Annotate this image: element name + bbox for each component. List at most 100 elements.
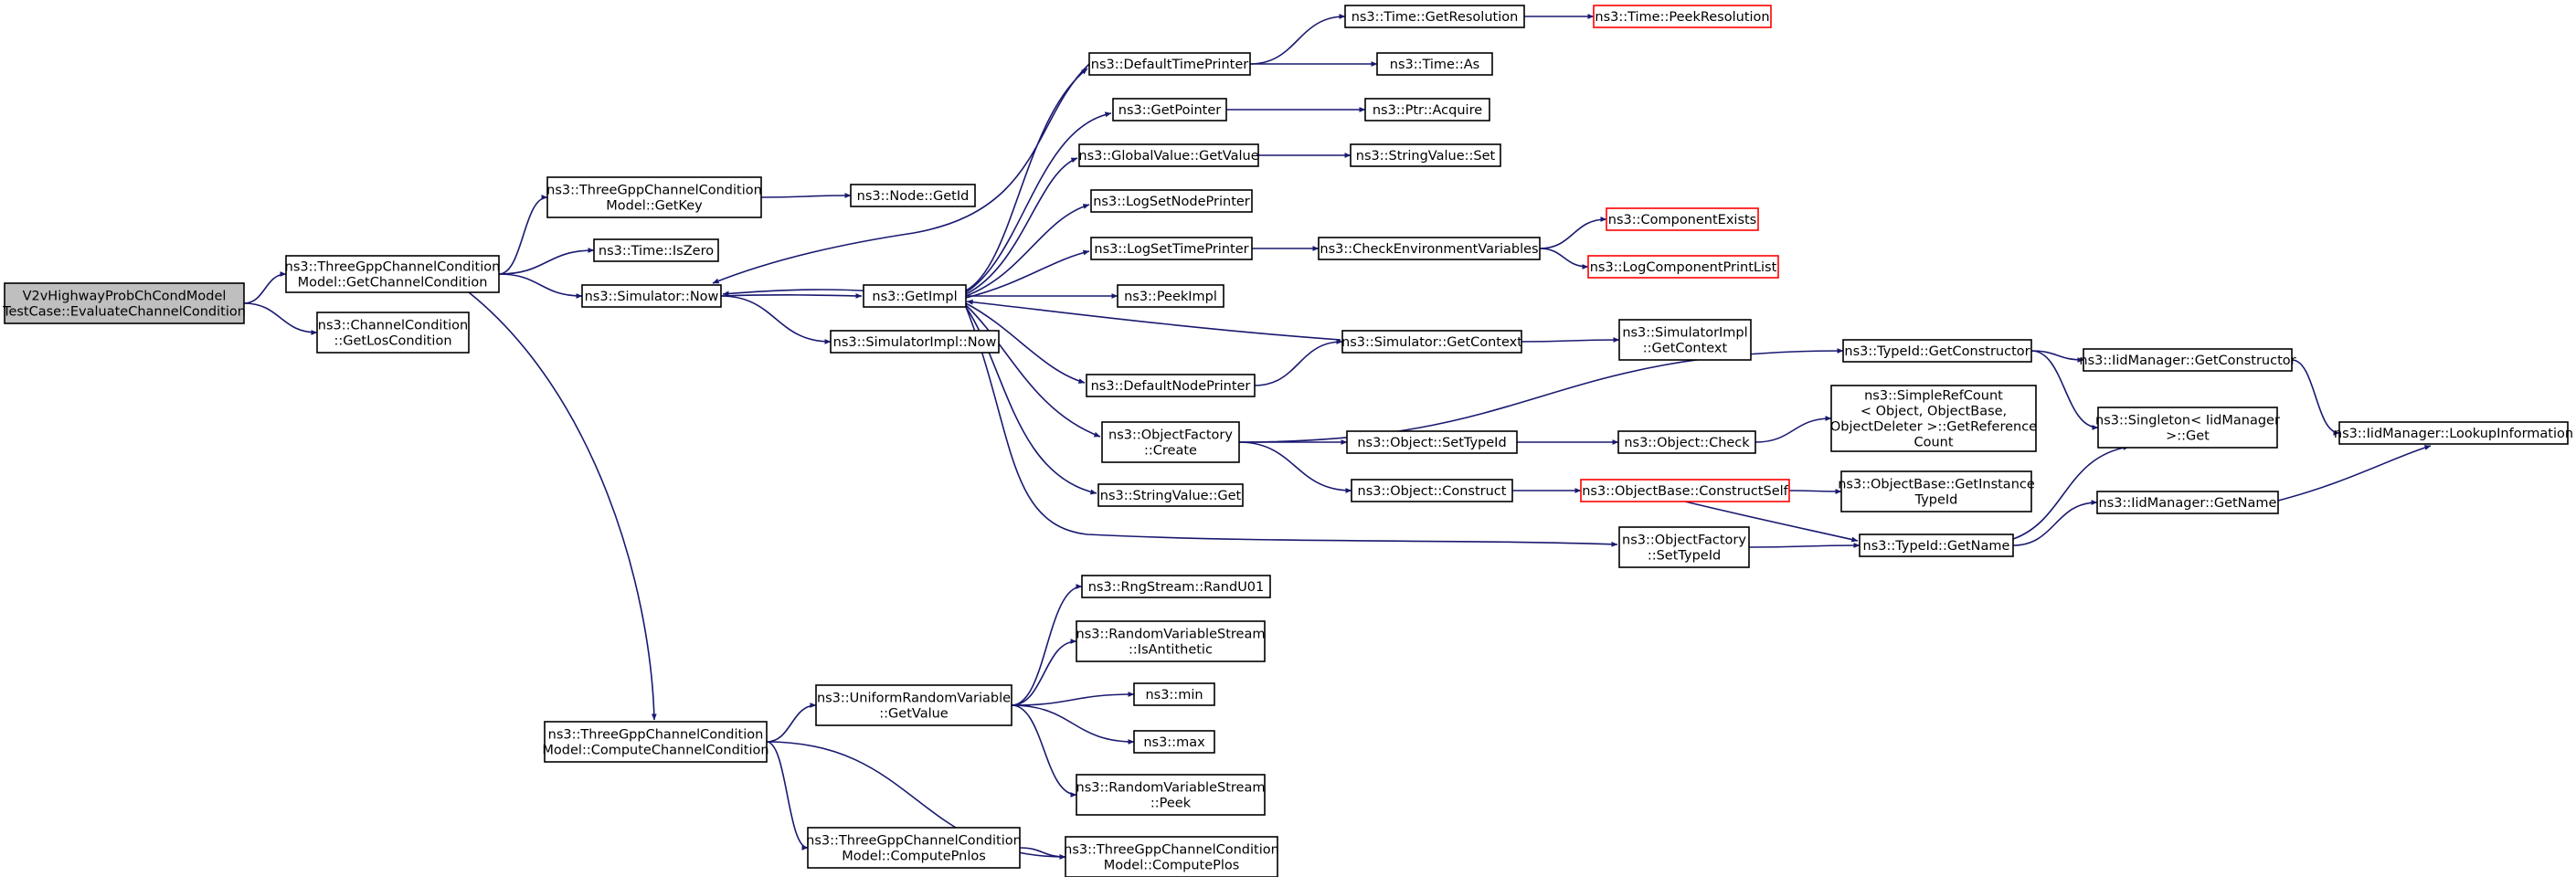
node-getImpl[interactable]: ns3::GetImpl [863, 284, 967, 308]
node-label-line: ns3::ThreeGppChannelCondition [548, 728, 764, 743]
node-box [1593, 5, 1772, 28]
node-box [1101, 421, 1240, 463]
node-nodeGetId[interactable]: ns3::Node::GetId [850, 184, 976, 207]
edge-simNow-to-simImplNow [720, 295, 832, 344]
node-box [1617, 430, 1756, 454]
node-box [1351, 479, 1513, 502]
node-peekImpl[interactable]: ns3::PeekImpl [1117, 284, 1224, 308]
node-simGetContext[interactable]: ns3::Simulator::GetContext [1341, 330, 1522, 354]
node-checkEnvVars[interactable]: ns3::CheckEnvironmentVariables [1318, 237, 1541, 260]
node-getLosCondition[interactable]: ns3::ChannelCondition::GetLosCondition [316, 312, 470, 354]
node-box [2096, 491, 2279, 514]
node-simNow[interactable]: ns3::Simulator::Now [581, 284, 722, 308]
node-box [1078, 143, 1259, 167]
edge-path [1238, 441, 1352, 493]
node-box [1090, 237, 1253, 260]
node-label-line: ns3::LogComponentPrintList [1590, 260, 1777, 275]
node-iidGetName[interactable]: ns3::IidManager::GetName [2096, 491, 2279, 514]
edge-path [243, 271, 287, 304]
node-logComponentPrintList[interactable]: ns3::LogComponentPrintList [1587, 255, 1779, 279]
node-objectConstruct[interactable]: ns3::Object::Construct [1351, 479, 1513, 502]
edge-getChannelCondition-to-isZero [498, 248, 595, 275]
node-stringValueSet[interactable]: ns3::StringValue::Set [1350, 143, 1501, 167]
node-rvsPeek[interactable]: ns3::RandomVariableStream::Peek [1076, 774, 1266, 816]
node-typeIdGetConstructor[interactable]: ns3::TypeId::GetConstructor [1842, 339, 2032, 363]
node-logSetTimePrinter[interactable]: ns3::LogSetTimePrinter [1090, 237, 1253, 260]
node-label-line: ns3::Time::IsZero [599, 244, 714, 259]
node-ptrAcquire[interactable]: ns3::Ptr::Acquire [1364, 98, 1490, 122]
node-typeIdGetName[interactable]: ns3::TypeId::GetName [1859, 534, 2014, 557]
edge-getImpl-to-globalValueGetValue [965, 157, 1078, 295]
node-objectFactorySetTypeId[interactable]: ns3::ObjectFactory::SetTypeId [1618, 526, 1750, 568]
node-label-line: ns3::Object::Check [1624, 436, 1750, 450]
node-stringValueGet[interactable]: ns3::StringValue::Get [1097, 483, 1244, 507]
node-label-line: ns3::RandomVariableStream [1076, 781, 1266, 796]
node-defaultNodePrinter[interactable]: ns3::DefaultNodePrinter [1086, 374, 1256, 397]
node-label-line: ::GetLosCondition [334, 334, 451, 349]
edge-path [1254, 339, 1343, 386]
node-box [544, 721, 768, 763]
node-label-line: ns3::StringValue::Get [1100, 489, 1242, 503]
node-iidGetConstructor[interactable]: ns3::IidManager::GetConstructor [2079, 348, 2296, 372]
node-objectCheck[interactable]: ns3::Object::Check [1617, 430, 1756, 454]
node-getKey[interactable]: ns3::ThreeGppChannelConditionModel::GetK… [546, 176, 762, 218]
node-iidLookupInformation[interactable]: ns3::IidManager::LookupInformation [2334, 421, 2573, 445]
node-getChannelCondition[interactable]: ns3::ThreeGppChannelConditionModel::GetC… [285, 255, 501, 293]
node-constructSelf[interactable]: ns3::ObjectBase::ConstructSelf [1580, 479, 1790, 502]
node-uniformGetValue[interactable]: ns3::UniformRandomVariable::GetValue [815, 684, 1012, 726]
node-box [1133, 730, 1215, 754]
node-label-line: ns3::ComponentExists [1608, 213, 1757, 227]
node-label-line: ObjectDeleter >::GetReference [1830, 420, 2037, 435]
node-simImplNow[interactable]: ns3::SimulatorImpl::Now [830, 330, 1000, 354]
node-rngRandU01[interactable]: ns3::RngStream::RandU01 [1081, 575, 1271, 598]
edge-simGetContext-to-getImpl [966, 299, 1341, 341]
node-objectFactoryCreate[interactable]: ns3::ObjectFactory::Create [1101, 421, 1240, 463]
node-isZero[interactable]: ns3::Time::IsZero [593, 238, 719, 262]
node-label-line: ns3::CheckEnvironmentVariables [1320, 242, 1538, 257]
node-box [1076, 620, 1266, 662]
node-timeGetResolution[interactable]: ns3::Time::GetResolution [1344, 5, 1525, 28]
node-simpleRefCount[interactable]: ns3::SimpleRefCount< Object, ObjectBase,… [1830, 385, 2037, 452]
node-box [1097, 483, 1244, 507]
node-timeAs[interactable]: ns3::Time::As [1376, 52, 1493, 76]
node-box [1086, 374, 1256, 397]
node-objectSetTypeId[interactable]: ns3::Object::SetTypeId [1346, 430, 1518, 454]
edge-path [498, 273, 583, 299]
node-label-line: ns3::PeekImpl [1124, 290, 1217, 304]
node-timePeekResolution[interactable]: ns3::Time::PeekResolution [1593, 5, 1772, 28]
node-computePlos[interactable]: ns3::ThreeGppChannelConditionModel::Comp… [1064, 836, 1279, 877]
edge-computeChannelCondition-to-computePnlos [766, 741, 809, 851]
node-box [1318, 237, 1541, 260]
node-label-line: ::Peek [1150, 797, 1192, 811]
node-label-line: ns3::GetPointer [1118, 103, 1222, 118]
node-globalValueGetValue[interactable]: ns3::GlobalValue::GetValue [1078, 143, 1259, 167]
edge-defaultNodePrinter-to-simGetContext [1254, 339, 1343, 386]
node-getPointer[interactable]: ns3::GetPointer [1112, 98, 1227, 122]
node-max[interactable]: ns3::max [1133, 730, 1215, 754]
edge-path [1011, 704, 1135, 745]
node-componentExists[interactable]: ns3::ComponentExists [1606, 207, 1759, 231]
edge-path [1539, 248, 1589, 269]
edge-uniformGetValue-to-rngRandU01 [1011, 584, 1083, 706]
node-computePnlos[interactable]: ns3::ThreeGppChannelConditionModel::Comp… [806, 827, 1022, 869]
node-defaultTimePrinter[interactable]: ns3::DefaultTimePrinter [1088, 52, 1251, 76]
node-box [1090, 189, 1253, 213]
node-root[interactable]: V2vHighwayProbChCondModelTestCase::Evalu… [2, 282, 246, 324]
edges-layer [243, 14, 2432, 860]
edge-path [2012, 445, 2130, 540]
node-logSetNodePrinter[interactable]: ns3::LogSetNodePrinter [1090, 189, 1253, 213]
node-min[interactable]: ns3::min [1133, 682, 1215, 706]
node-label-line: ns3::Time::PeekResolution [1595, 10, 1769, 25]
edge-getChannelCondition-to-simNow [498, 273, 583, 299]
node-singletonGet[interactable]: ns3::Singleton< IidManager>::Get [2095, 407, 2280, 449]
node-label-line: ns3::ObjectFactory [1622, 534, 1746, 548]
edge-getImpl-to-defaultTimePrinter [965, 68, 1088, 291]
node-label-line: ns3::ThreeGppChannelCondition [546, 184, 762, 198]
node-rvsIsAntithetic[interactable]: ns3::RandomVariableStream::IsAntithetic [1076, 620, 1266, 662]
node-simImplGetContext[interactable]: ns3::SimulatorImpl::GetContext [1618, 319, 1752, 361]
node-label-line: ns3::SimulatorImpl::Now [833, 335, 997, 350]
edge-iidGetName-to-iidLookupInformation [2277, 445, 2432, 502]
node-computeChannelCondition[interactable]: ns3::ThreeGppChannelConditionModel::Comp… [542, 721, 769, 763]
